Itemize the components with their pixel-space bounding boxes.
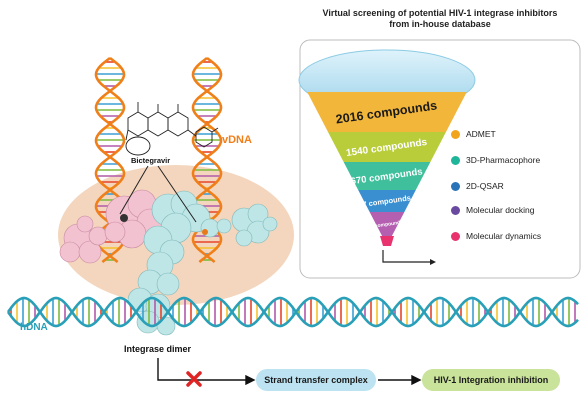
funnel-band: [328, 132, 446, 162]
funnel-level-label: 4 compounds: [370, 220, 403, 230]
blocked-x-icon: [186, 371, 202, 387]
legend-dot-icon: [451, 155, 460, 165]
legend-dot-icon: [451, 129, 460, 139]
legend-dot-icon: [451, 205, 460, 215]
funnel-band: [307, 92, 467, 132]
drug-callout-lines: [119, 165, 197, 223]
legend-label: Molecular dynamics: [466, 231, 542, 241]
legend-dot-icon: [451, 181, 460, 191]
funnel-band: [369, 212, 405, 236]
flow-arrows: [157, 358, 422, 386]
drug-label: Bictegravir: [131, 156, 170, 165]
strand-transfer-complex-label: Strand transfer complex: [264, 375, 368, 385]
vdna-label: vDNA: [222, 134, 252, 146]
legend-dot-icon: [451, 231, 460, 241]
legend-label: ADMET: [466, 129, 496, 139]
panel-title-line1: Virtual screening of potential HIV-1 int…: [322, 8, 558, 18]
legend-item: Molecular docking: [451, 205, 535, 215]
panel-title-line2: from in-house database: [389, 19, 491, 29]
hdna-helix: [6, 296, 579, 328]
legend-label: 2D-QSAR: [466, 181, 504, 191]
legend-label: Molecular docking: [466, 205, 535, 215]
legend-item: Molecular dynamics: [451, 231, 541, 241]
integrase-dimer-illustration: [59, 189, 278, 336]
integrase-dimer-label: Integrase dimer: [124, 344, 192, 354]
legend-label: 3D-Pharmacophore: [466, 155, 541, 165]
legend-item: 2D-QSAR: [451, 181, 504, 191]
integration-inhibition-pill: HIV-1 Integration inhibition: [422, 369, 560, 391]
screening-funnel: [298, 49, 476, 265]
integration-inhibition-label: HIV-1 Integration inhibition: [433, 375, 549, 385]
legend-item: 3D-Pharmacophore: [451, 155, 540, 165]
legend-item: ADMET: [451, 129, 496, 139]
funnel-band: [343, 162, 431, 190]
bictegravir-structure: [125, 102, 219, 156]
panel-title: Virtual screening of potential HIV-1 int…: [300, 8, 580, 30]
hdna-label: hDNA: [20, 322, 48, 333]
funnel-band: [358, 190, 416, 212]
strand-transfer-complex-pill: Strand transfer complex: [256, 369, 376, 391]
